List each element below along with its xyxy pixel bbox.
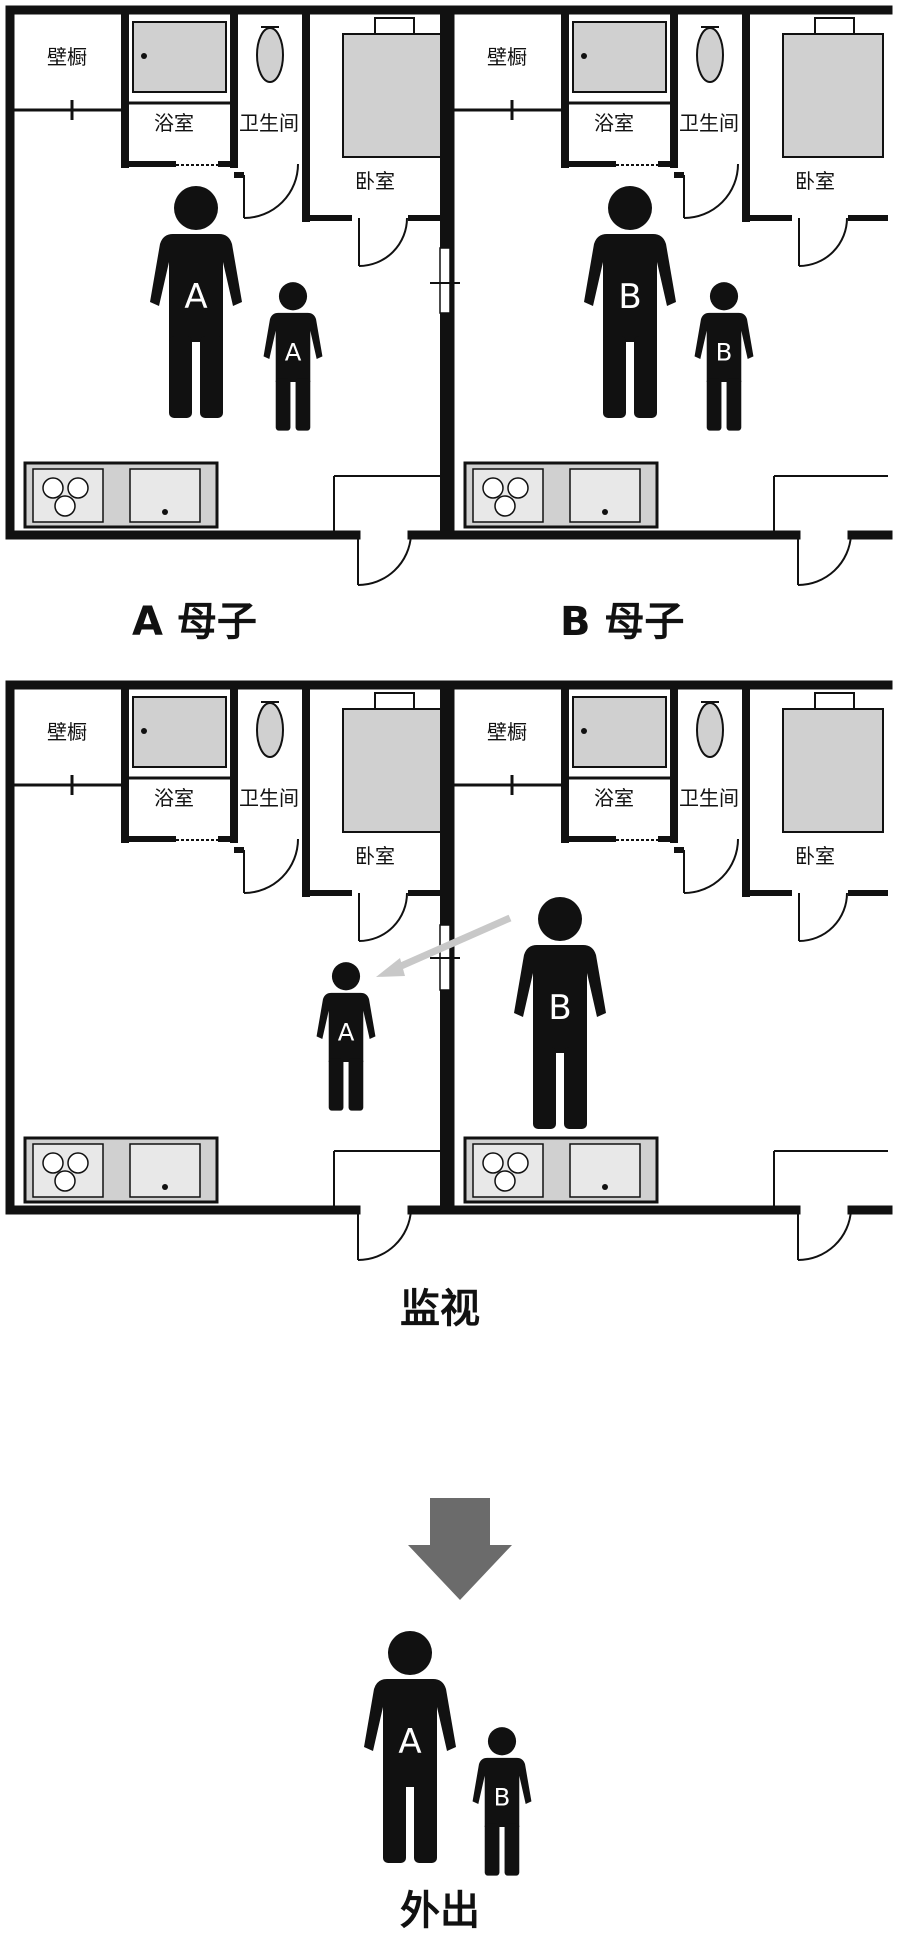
out-adult-figure: A	[364, 1631, 456, 1863]
adult-figure-a: A	[150, 186, 242, 418]
gaze-arrow	[376, 914, 512, 977]
adult-b-label: B	[618, 277, 641, 317]
down-arrow-icon	[408, 1498, 512, 1600]
bedroom-label: 卧室	[795, 844, 835, 868]
bath-label: 浴室	[594, 786, 634, 810]
caption-outing: 外出	[400, 1888, 480, 1934]
out-child-label: B	[494, 1782, 511, 1811]
out-child-figure: B	[472, 1727, 532, 1876]
plan-monitor-b	[450, 685, 888, 1260]
child-figure-a: A	[263, 282, 323, 431]
plan-a	[10, 10, 448, 585]
room-labels: 壁橱 浴室 卫生间 卧室 壁橱 浴室 卫生间 卧室 壁橱 浴室 卫生间 卧室 壁…	[47, 45, 835, 868]
toilet-label: 卫生间	[239, 786, 299, 810]
closet-label: 壁橱	[47, 720, 87, 744]
toilet-label: 卫生间	[239, 111, 299, 135]
closet-label: 壁橱	[487, 45, 527, 69]
watcher-adult-label: B	[548, 988, 571, 1028]
closet-label: 壁橱	[47, 45, 87, 69]
bath-label: 浴室	[154, 786, 194, 810]
watcher-adult-figure: B	[514, 897, 606, 1129]
caption-a-family: A 母子	[132, 599, 257, 645]
toilet-label: 卫生间	[679, 786, 739, 810]
bath-label: 浴室	[594, 111, 634, 135]
wall-window-bottom	[430, 924, 460, 991]
watched-child-label: A	[338, 1017, 355, 1046]
caption-monitor: 监视	[400, 1286, 480, 1332]
adult-a-label: A	[184, 277, 207, 317]
bedroom-label: 卧室	[355, 844, 395, 868]
closet-label: 壁橱	[487, 720, 527, 744]
watched-child-figure: A	[316, 962, 376, 1111]
child-figure-b: B	[694, 282, 754, 431]
bedroom-label: 卧室	[795, 169, 835, 193]
out-adult-label: A	[398, 1722, 421, 1762]
child-a-label: A	[285, 337, 302, 366]
caption-b-family: B 母子	[560, 599, 684, 645]
adult-figure-b: B	[584, 186, 676, 418]
toilet-label: 卫生间	[679, 111, 739, 135]
bath-label: 浴室	[154, 111, 194, 135]
child-b-label: B	[716, 337, 733, 366]
wall-window-top	[430, 247, 460, 314]
bedroom-label: 卧室	[355, 169, 395, 193]
